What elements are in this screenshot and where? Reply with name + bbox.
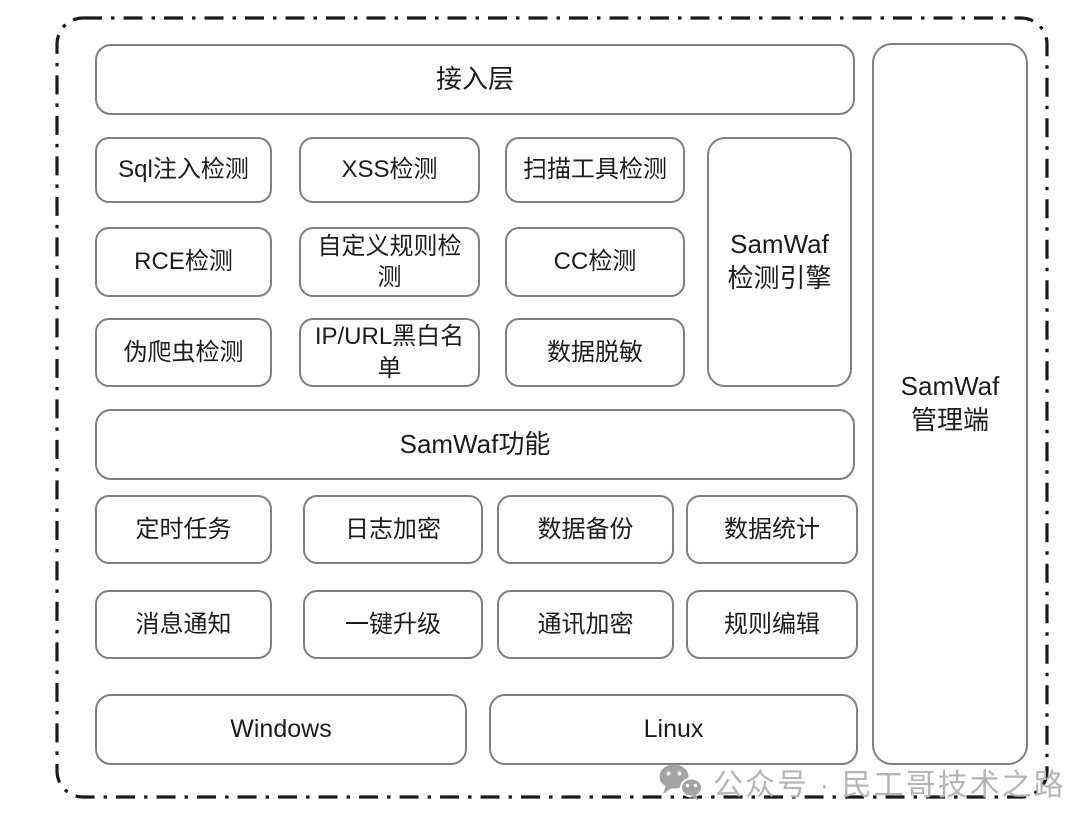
features-header-box: SamWaf功能 (95, 409, 855, 480)
feature-box-communication-encryption: 通讯加密 (497, 590, 674, 659)
module-box-xss-detection: XSS检测 (299, 137, 480, 203)
module-box-custom-rule-detection: 自定义规则检 测 (299, 227, 480, 297)
module-box-rce-detection: RCE检测 (95, 227, 272, 297)
platform-box-windows: Windows (95, 694, 467, 765)
platform-box-linux: Linux (489, 694, 858, 765)
management-box: SamWaf 管理端 (872, 43, 1028, 765)
wechat-icon (658, 763, 704, 801)
detection-engine-box: SamWaf 检测引擎 (707, 137, 852, 387)
feature-box-one-click-upgrade: 一键升级 (303, 590, 483, 659)
feature-box-log-encryption: 日志加密 (303, 495, 483, 564)
module-box-scanner-tool-detection: 扫描工具检测 (505, 137, 685, 203)
feature-box-rule-editing: 规则编辑 (686, 590, 858, 659)
module-box-sql-injection-detection: Sql注入检测 (95, 137, 272, 203)
feature-box-data-backup: 数据备份 (497, 495, 674, 564)
module-box-data-masking: 数据脱敏 (505, 318, 685, 387)
watermark-text: 公众号 · 民工哥技术之路 (713, 769, 1066, 802)
feature-box-data-statistics: 数据统计 (686, 495, 858, 564)
feature-box-scheduled-tasks: 定时任务 (95, 495, 272, 564)
module-box-cc-detection: CC检测 (505, 227, 685, 297)
feature-box-message-notification: 消息通知 (95, 590, 272, 659)
module-box-ip-url-black-white-list: IP/URL黑白名 单 (299, 318, 480, 387)
access-layer-box: 接入层 (95, 44, 855, 115)
watermark: 公众号 · 民工哥技术之路 (658, 760, 1066, 804)
module-box-fake-crawler-detection: 伪爬虫检测 (95, 318, 272, 387)
